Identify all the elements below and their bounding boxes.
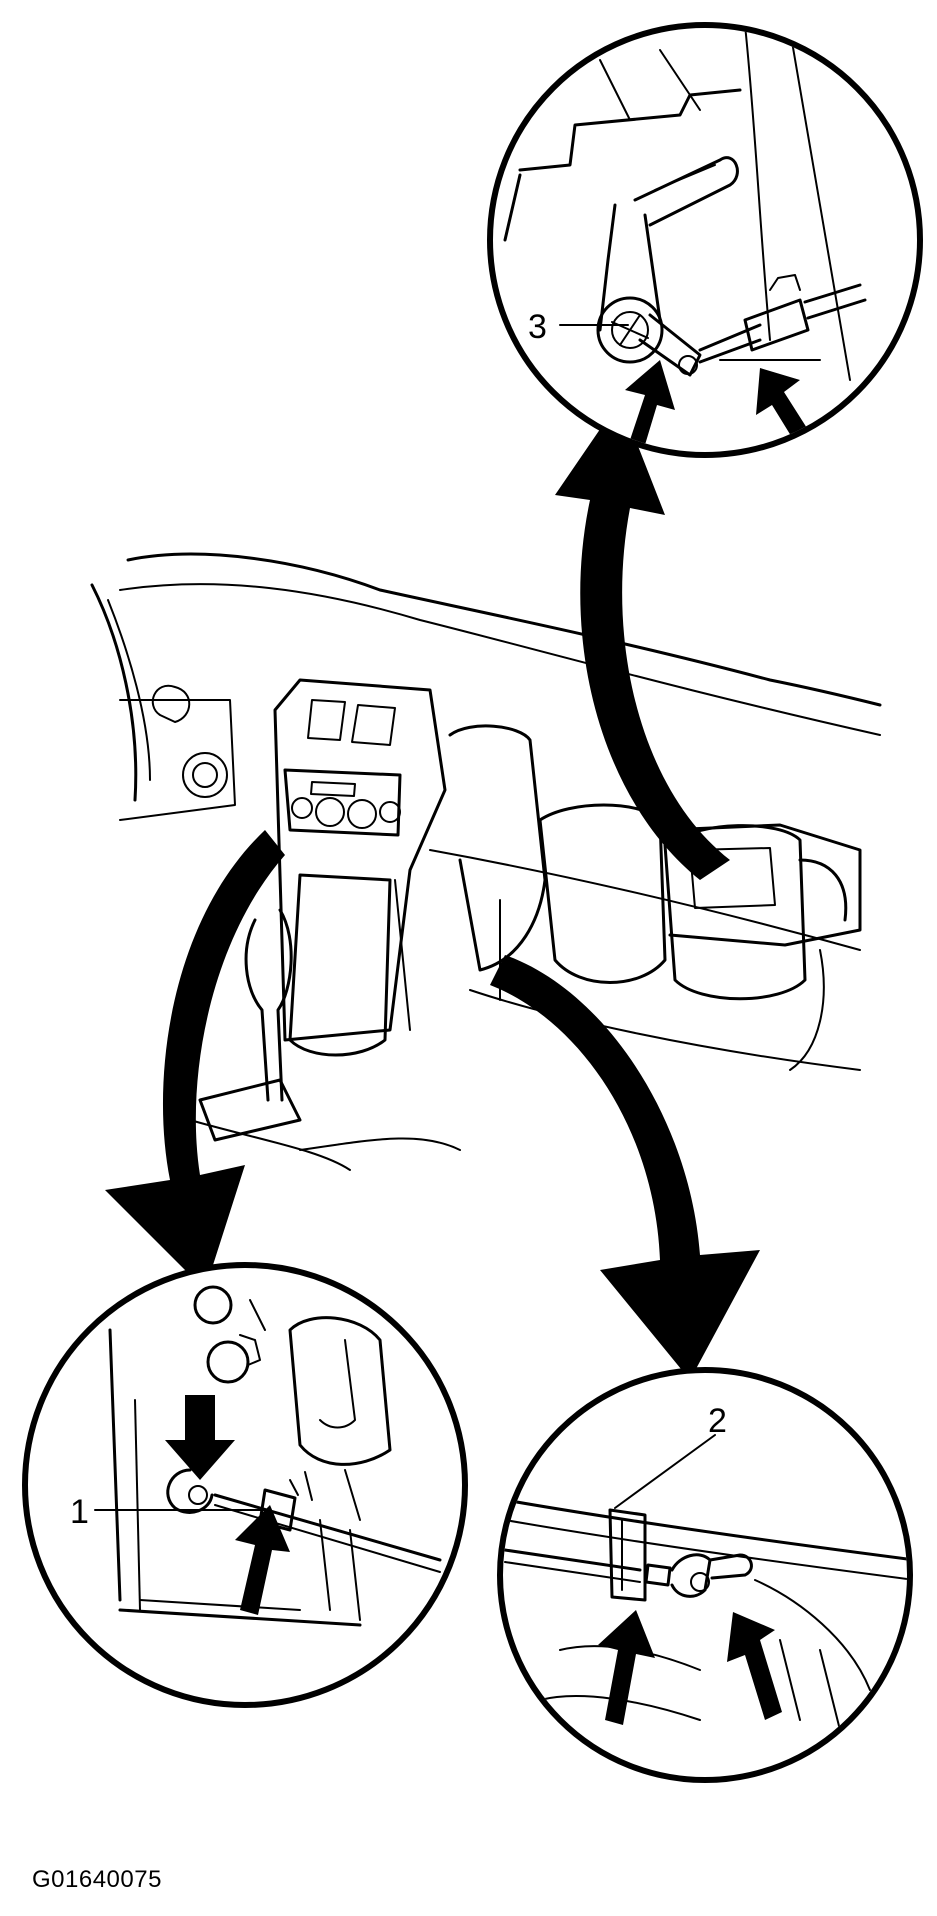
figure-id-label: G01640075: [32, 1866, 162, 1893]
lower-right-detail: 2: [497, 1367, 913, 1783]
callout-label-3: 3: [528, 308, 547, 346]
arrow-to-lower-left-detail: [105, 830, 285, 1290]
arrow-to-lower-right-detail: [490, 955, 760, 1380]
lower-left-detail: 1: [22, 1262, 468, 1708]
top-detail: 3: [487, 22, 923, 458]
dashboard-illustration: [90, 552, 882, 1171]
callout-label-1: 1: [70, 1493, 89, 1531]
arrow-to-top-detail: [555, 400, 730, 880]
callout-label-2: 2: [708, 1402, 727, 1440]
